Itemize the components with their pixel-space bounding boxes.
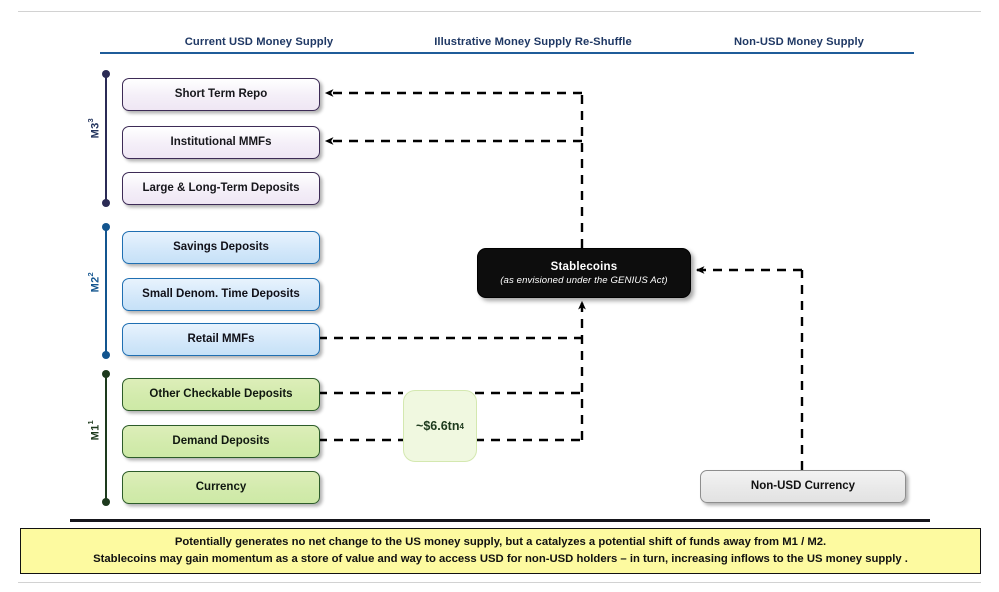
box-retail-mmfs-label: Retail MMFs	[187, 332, 255, 345]
summary-banner: Potentially generates no net change to t…	[20, 528, 981, 574]
axis-dot-m1-bottom	[101, 497, 111, 507]
axis-dot-m3-bottom	[101, 198, 111, 208]
column-header-current-usd-label: Current USD Money Supply	[184, 36, 334, 48]
box-non-usd-currency[interactable]: Non-USD Currency	[700, 470, 906, 503]
column-header-reshuffle-rule	[338, 52, 728, 54]
column-header-reshuffle-label: Illustrative Money Supply Re-Shuffle	[434, 36, 632, 48]
axis-bracket-m1	[101, 369, 111, 507]
box-institutional-mmfs-label: Institutional MMFs	[170, 135, 272, 148]
summary-banner-line-1: Potentially generates no net change to t…	[174, 535, 827, 548]
column-header-non-usd: Non-USD Money Supply	[684, 36, 914, 54]
box-other-checkable-deposits[interactable]: Other Checkable Deposits	[122, 378, 320, 411]
box-short-term-repo-label: Short Term Repo	[174, 87, 268, 100]
box-stablecoins[interactable]: Stablecoins (as envisioned under the GEN…	[477, 248, 691, 298]
axis-dot-m2-top	[101, 222, 111, 232]
column-header-reshuffle: Illustrative Money Supply Re-Shuffle	[338, 36, 728, 54]
summary-banner-line-2: Stablecoins may gain momentum as a store…	[93, 553, 908, 565]
box-retail-mmfs[interactable]: Retail MMFs	[122, 323, 320, 356]
box-savings-deposits-label: Savings Deposits	[173, 240, 269, 253]
axis-label-m3: M33	[86, 118, 102, 139]
box-institutional-mmfs[interactable]: Institutional MMFs	[122, 126, 320, 159]
box-stablecoins-subtitle: (as envisioned under the GENIUS Act)	[500, 274, 668, 286]
column-header-non-usd-label: Non-USD Money Supply	[733, 36, 865, 48]
axis-dot-m2-bottom	[101, 350, 111, 360]
axis-bracket-m2	[101, 222, 111, 360]
axis-bracket-m3	[101, 69, 111, 208]
box-savings-deposits[interactable]: Savings Deposits	[122, 231, 320, 264]
box-non-usd-currency-label: Non-USD Currency	[750, 479, 856, 492]
column-header-current-usd: Current USD Money Supply	[100, 36, 418, 54]
axis-dot-m3-top	[101, 69, 111, 79]
box-large-long-term-deposits[interactable]: Large & Long-Term Deposits	[122, 172, 320, 205]
box-currency-label: Currency	[195, 480, 247, 493]
page-rule-bottom	[18, 582, 981, 583]
box-short-term-repo[interactable]: Short Term Repo	[122, 78, 320, 111]
axis-label-m2: M22	[86, 272, 102, 293]
box-large-long-term-deposits-label: Large & Long-Term Deposits	[142, 181, 300, 194]
column-header-current-usd-rule	[100, 52, 418, 54]
axis-label-m1: M11	[86, 420, 102, 441]
box-stablecoins-title: Stablecoins	[550, 260, 618, 273]
column-header-non-usd-rule	[684, 52, 914, 54]
callout-stablecoin-amount-value: ~$6.6tn	[416, 419, 460, 433]
box-small-denom-time-deposits[interactable]: Small Denom. Time Deposits	[122, 278, 320, 311]
axis-dot-m1-top	[101, 369, 111, 379]
box-other-checkable-deposits-label: Other Checkable Deposits	[149, 387, 293, 400]
page-rule-top	[18, 11, 981, 12]
box-currency[interactable]: Currency	[122, 471, 320, 504]
box-demand-deposits-label: Demand Deposits	[172, 434, 270, 447]
callout-stablecoin-amount-footnote: 4	[459, 421, 464, 431]
footer-divider-rule	[70, 519, 930, 522]
box-small-denom-time-deposits-label: Small Denom. Time Deposits	[142, 287, 300, 300]
box-demand-deposits[interactable]: Demand Deposits	[122, 425, 320, 458]
